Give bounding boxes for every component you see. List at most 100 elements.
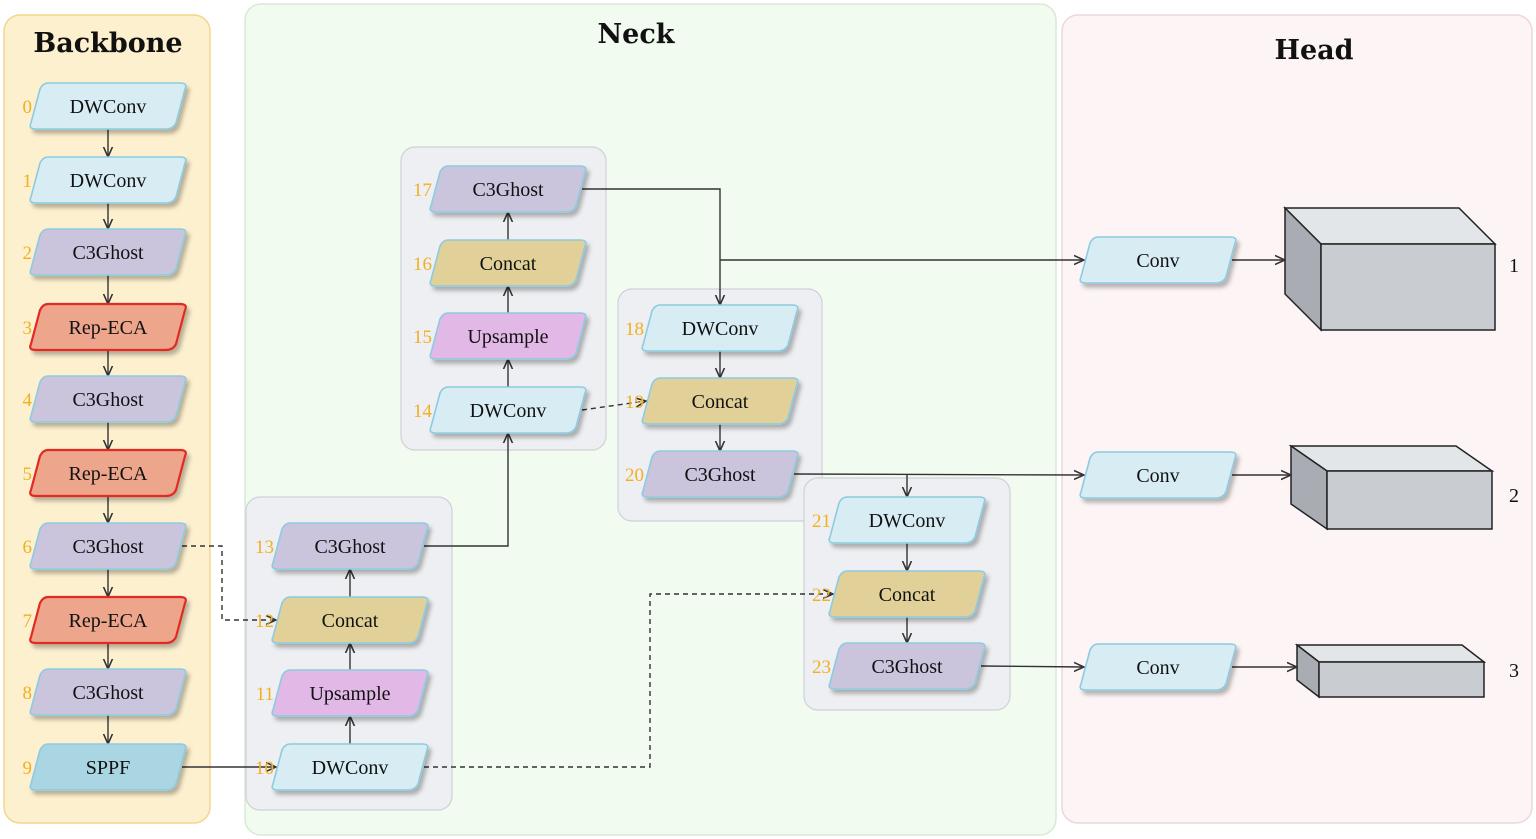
layer-index-label: 5 bbox=[23, 464, 33, 485]
block-n23-c3ghost: C3Ghost 23 bbox=[812, 642, 986, 690]
head-title: Head bbox=[1274, 35, 1353, 66]
block-b9-sppf: SPPF 9 bbox=[23, 743, 187, 791]
blocks-layer: DWConv0DWConv1C3Ghost2Rep-ECA3C3Ghost4Re… bbox=[23, 82, 1237, 791]
layer-index-label: 12 bbox=[255, 611, 274, 632]
block-shape bbox=[29, 375, 187, 423]
block-label: Upsample bbox=[467, 326, 548, 348]
block-shape bbox=[429, 239, 587, 287]
block-b7-rep-eca: Rep-ECA 7 bbox=[23, 595, 187, 645]
block-label: Rep-ECA bbox=[69, 463, 148, 485]
block-label: DWConv bbox=[470, 400, 547, 422]
block-label: SPPF bbox=[86, 757, 131, 779]
block-label: C3Ghost bbox=[72, 242, 144, 264]
block-n10-dwconv: DWConv 10 bbox=[255, 743, 429, 791]
block-label: Concat bbox=[322, 610, 379, 632]
output-label-2: 2 bbox=[1509, 485, 1519, 507]
block-shape bbox=[29, 668, 187, 716]
block-label: Conv bbox=[1136, 465, 1179, 487]
block-n12-concat: Concat 12 bbox=[255, 596, 429, 644]
neck-group-10-13 bbox=[245, 496, 453, 811]
block-label: C3Ghost bbox=[72, 682, 144, 704]
edge-n20-to-h2 bbox=[793, 474, 1084, 475]
block-label: Rep-ECA bbox=[69, 317, 148, 339]
layer-index-label: 8 bbox=[23, 683, 33, 704]
block-shape bbox=[29, 156, 187, 204]
block-h1-conv: Conv bbox=[1079, 236, 1237, 284]
block-label: DWConv bbox=[312, 757, 389, 779]
block-shape bbox=[29, 302, 187, 352]
block-n11-upsample: Upsample 11 bbox=[256, 669, 429, 717]
layer-index-label: 21 bbox=[812, 511, 831, 532]
block-n14-dwconv: DWConv 14 bbox=[413, 386, 587, 434]
edge-n14-to-n19 bbox=[581, 401, 646, 411]
layer-index-label: 14 bbox=[413, 401, 433, 422]
block-label: C3Ghost bbox=[72, 389, 144, 411]
edge-n10-to-n22 bbox=[424, 594, 833, 768]
layer-index-label: 6 bbox=[23, 537, 33, 558]
layer-index-label: 13 bbox=[255, 537, 274, 558]
block-shape bbox=[828, 642, 986, 690]
layer-index-label: 0 bbox=[23, 97, 33, 118]
block-label: Upsample bbox=[309, 683, 390, 705]
layer-index-label: 1 bbox=[23, 171, 33, 192]
block-shape bbox=[271, 669, 429, 717]
block-shape bbox=[429, 165, 587, 213]
block-label: Conv bbox=[1136, 250, 1179, 272]
block-h2-conv: Conv bbox=[1079, 451, 1237, 499]
layer-index-label: 16 bbox=[413, 254, 432, 275]
block-b3-rep-eca: Rep-ECA 3 bbox=[23, 302, 187, 352]
layer-index-label: 7 bbox=[23, 611, 33, 632]
layer-index-label: 22 bbox=[812, 585, 831, 606]
layer-index-label: 23 bbox=[812, 657, 831, 678]
block-shape bbox=[271, 743, 429, 791]
output-label-1: 1 bbox=[1509, 255, 1519, 277]
layer-index-label: 3 bbox=[23, 318, 33, 339]
layer-index-label: 10 bbox=[255, 758, 274, 779]
block-label: C3Ghost bbox=[871, 656, 943, 678]
neck-title: Neck bbox=[597, 19, 675, 50]
block-shape bbox=[271, 596, 429, 644]
block-label: C3Ghost bbox=[314, 536, 386, 558]
output-label-3: 3 bbox=[1509, 660, 1519, 682]
edge-n17-to-n18 bbox=[582, 188, 720, 305]
block-b8-c3ghost: C3Ghost 8 bbox=[23, 668, 187, 716]
block-label: Rep-ECA bbox=[69, 610, 148, 632]
block-n13-c3ghost: C3Ghost 13 bbox=[255, 522, 429, 570]
block-label: Concat bbox=[879, 584, 936, 606]
block-label: Conv bbox=[1136, 657, 1179, 679]
block-shape bbox=[429, 386, 587, 434]
block-shape bbox=[29, 82, 187, 130]
head-panel bbox=[1061, 14, 1533, 824]
block-shape bbox=[29, 743, 187, 791]
layer-index-label: 15 bbox=[413, 327, 432, 348]
block-n16-concat: Concat 16 bbox=[413, 239, 587, 287]
block-shape bbox=[641, 377, 799, 425]
block-label: C3Ghost bbox=[472, 179, 544, 201]
neck-group-14-17 bbox=[400, 146, 607, 451]
block-shape bbox=[29, 595, 187, 645]
block-label: DWConv bbox=[70, 170, 147, 192]
block-b1-dwconv: DWConv 1 bbox=[23, 156, 187, 204]
block-label: DWConv bbox=[70, 96, 147, 118]
layer-index-label: 11 bbox=[256, 684, 274, 705]
block-b5-rep-eca: Rep-ECA 5 bbox=[23, 448, 187, 498]
layer-index-label: 2 bbox=[23, 243, 33, 264]
output-cuboid-1 bbox=[1283, 206, 1497, 332]
block-shape bbox=[29, 448, 187, 498]
block-shape bbox=[828, 496, 986, 544]
edge-b6-to-n12 bbox=[182, 545, 276, 620]
layer-index-label: 9 bbox=[23, 758, 33, 779]
block-shape bbox=[29, 228, 187, 276]
block-shape bbox=[641, 304, 799, 352]
block-label: DWConv bbox=[682, 318, 759, 340]
block-label: Concat bbox=[480, 253, 537, 275]
block-b2-c3ghost: C3Ghost 2 bbox=[23, 228, 187, 276]
